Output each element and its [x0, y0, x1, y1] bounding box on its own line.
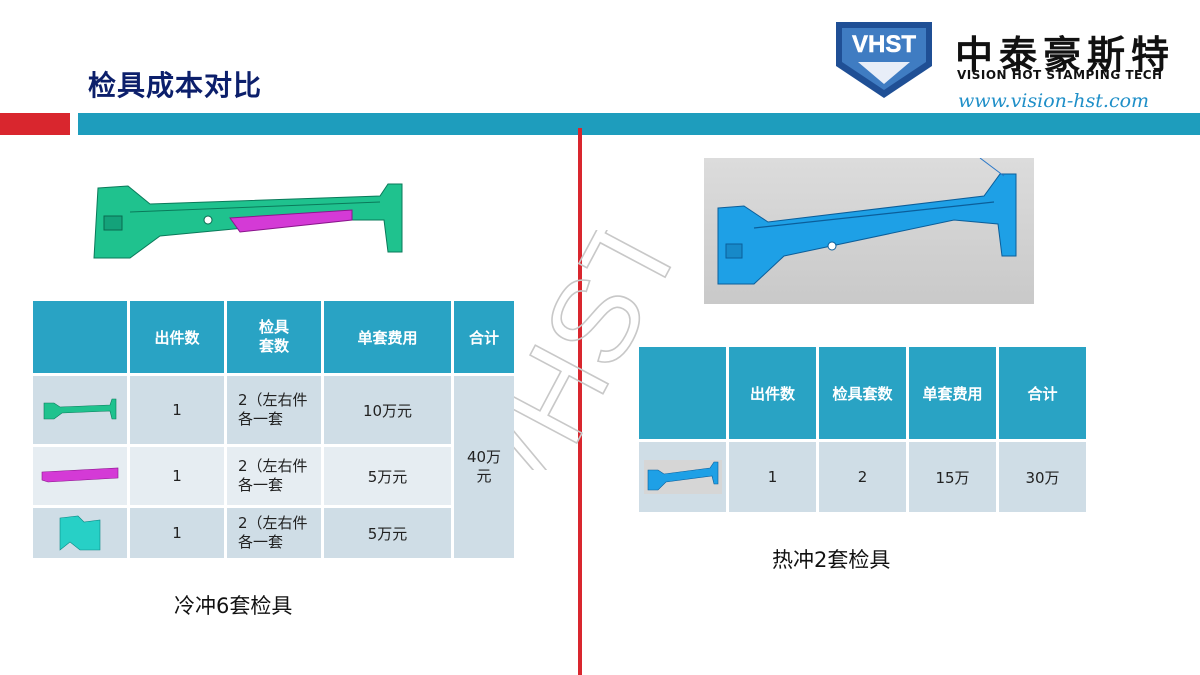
part-thumbnail-cell [33, 508, 127, 558]
cost-cell: 15万 [909, 442, 996, 512]
sets-text: 2（左右件各一套 [238, 457, 308, 494]
table-row: 1 2（左右件各一套 10万元 40万元 [33, 376, 514, 558]
qty-cell: 1 [130, 376, 224, 444]
header-cell-cost: 单套费用 [324, 301, 451, 373]
sets-text: 2（左右件各一套 [238, 391, 308, 428]
brand-name-cn: 中泰豪斯特 [955, 33, 1176, 77]
slide-title: 检具成本对比 [88, 69, 263, 102]
cost-cell: 5万元 [324, 508, 451, 558]
header-bar-teal [78, 113, 1200, 135]
logo-badge-text: VHST [852, 31, 916, 58]
part-thumbnail-magenta [41, 467, 119, 483]
part-thumbnail-cyan [59, 515, 101, 551]
header-cell-sets: 检具 套数 [227, 301, 321, 373]
cost-cell: 5万元 [324, 447, 451, 505]
qty-cell: 1 [130, 508, 224, 558]
qty-cell: 1 [729, 442, 816, 512]
table-row: 1 2（左右件各一套 5万元 [33, 447, 514, 505]
part-thumbnail-cell [639, 442, 726, 512]
header-cell-total: 合计 [999, 347, 1086, 439]
header-cell-part [639, 347, 726, 439]
part-thumbnail-green [43, 398, 117, 420]
vertical-divider [578, 128, 582, 675]
caption-cold-stamp: 冷冲6套检具 [174, 594, 293, 618]
part-thumbnail-blue [643, 460, 722, 494]
brand-name-en: VISION HOT STAMPING TECH [957, 68, 1163, 82]
header-cell-part [33, 301, 127, 373]
header-cell-qty: 出件数 [130, 301, 224, 373]
total-cell: 40万元 [454, 376, 514, 558]
sets-cell: 2（左右件各一套 [227, 508, 321, 558]
sets-cell: 2（左右件各一套 [227, 447, 321, 505]
table-header-row: 出件数 检具套数 单套费用 合计 [639, 347, 1086, 439]
table-row: 1 2 15万 30万 [639, 442, 1086, 512]
table-row: 1 2（左右件各一套 5万元 [33, 508, 514, 558]
hot-stamp-part-frame [704, 157, 1034, 304]
header-cell-sets: 检具套数 [819, 347, 906, 439]
table-header-row: 出件数 检具 套数 单套费用 合计 [33, 301, 514, 373]
sets-text: 2（左右件各一套 [238, 514, 308, 551]
sets-cell: 2（左右件各一套 [227, 376, 321, 444]
brand-url: www.vision-hst.com [958, 90, 1150, 112]
total-cell: 30万 [999, 442, 1086, 512]
total-text: 40万元 [466, 448, 502, 485]
header-bar-red [0, 113, 70, 135]
cold-stamp-part-image [93, 183, 403, 259]
cost-cell: 10万元 [324, 376, 451, 444]
header-cell-cost: 单套费用 [909, 347, 996, 439]
cold-stamp-cost-table: 出件数 检具 套数 单套费用 合计 1 2（左右件各一套 10万元 40万元 1… [30, 298, 517, 561]
header-cell-total: 合计 [454, 301, 514, 373]
vhst-logo-icon: VHST [836, 22, 932, 98]
hot-stamp-part-image [717, 157, 1017, 285]
header-cell-qty: 出件数 [729, 347, 816, 439]
part-thumbnail-cell [33, 376, 127, 444]
sets-cell: 2 [819, 442, 906, 512]
hot-stamp-cost-table: 出件数 检具套数 单套费用 合计 1 2 15万 30万 [636, 344, 1089, 515]
qty-cell: 1 [130, 447, 224, 505]
part-thumbnail-cell [33, 447, 127, 505]
caption-hot-stamp: 热冲2套检具 [772, 548, 891, 572]
